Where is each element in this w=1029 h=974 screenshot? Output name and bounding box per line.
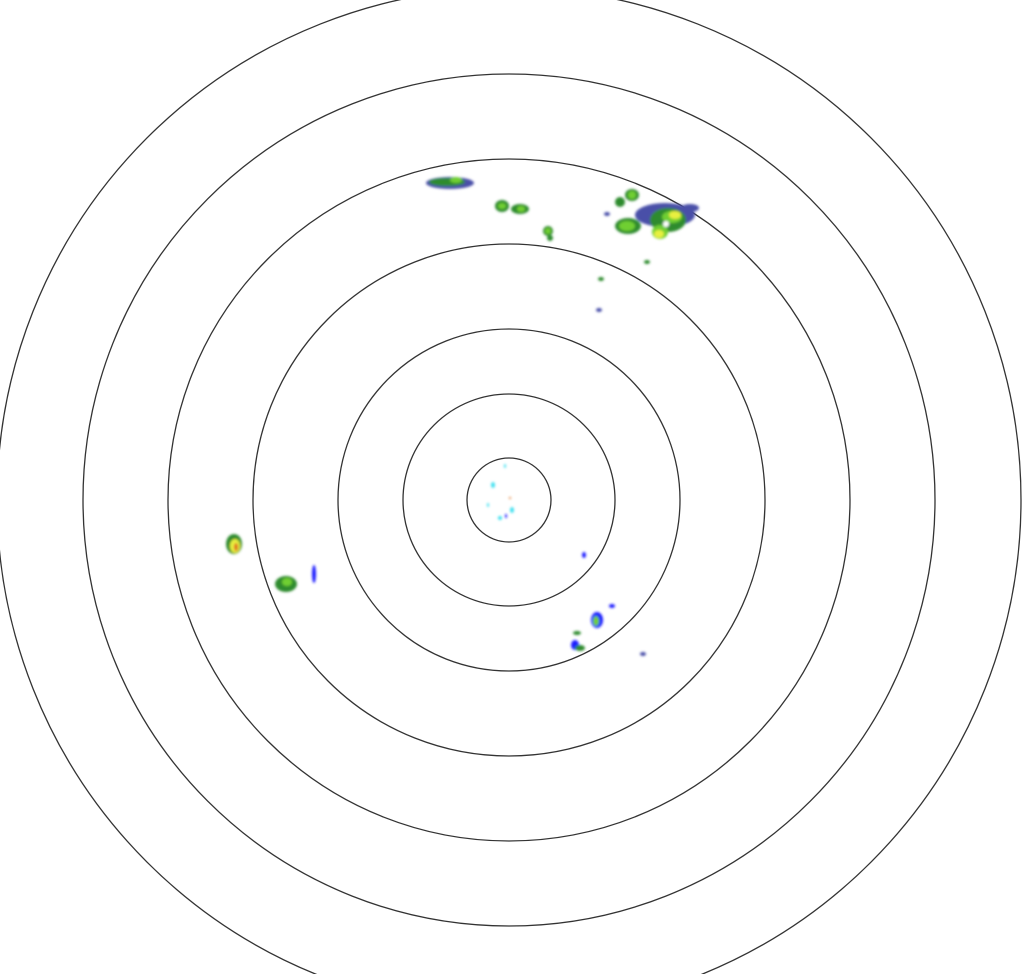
- range-ring: [402, 393, 616, 607]
- echo-cell: [426, 177, 474, 189]
- ground-clutter: [487, 464, 514, 520]
- echo-cell: [226, 534, 242, 554]
- echo-cell: [604, 189, 699, 239]
- precipitation-echoes: [226, 177, 699, 656]
- range-ring: [167, 158, 851, 842]
- echo-cell: [571, 552, 646, 656]
- range-ring: [466, 457, 552, 543]
- echo-cell: [543, 226, 553, 241]
- range-ring: [337, 328, 681, 672]
- range-ring: [82, 73, 936, 927]
- echo-cell: [596, 260, 650, 312]
- echo-cell: [495, 200, 529, 214]
- echo-cell: [275, 565, 316, 592]
- range-ring: [252, 243, 766, 757]
